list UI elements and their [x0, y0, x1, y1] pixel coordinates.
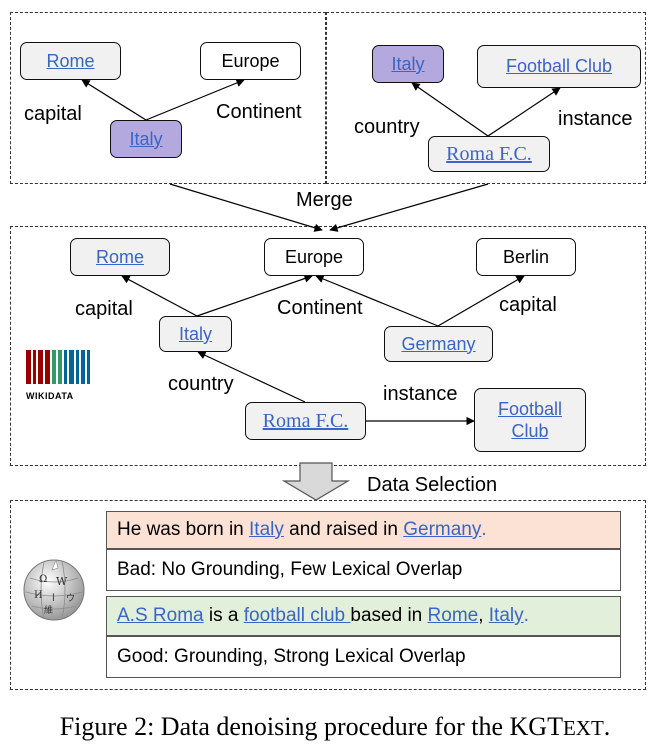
node-rome-merged-label[interactable]: Rome [95, 246, 144, 267]
node-italy-tr[interactable]: Italy [372, 45, 444, 83]
globe-letter-6: 維 [44, 604, 53, 616]
node-football-line1[interactable]: Football [497, 398, 563, 419]
good-text-1: is a [203, 605, 244, 626]
top-left-panel [10, 12, 326, 184]
node-europe-label: Europe [221, 50, 280, 71]
good-link-football-club[interactable]: football club [243, 605, 351, 626]
good-verdict-text: Good: Grounding, Strong Lexical Overlap [117, 646, 466, 667]
caption-main: Figure 2: Data denoising procedure for t… [59, 712, 563, 741]
bad-example-sentence: He was born in Italy and raised in Germa… [106, 511, 621, 549]
node-football-club-merged[interactable]: Football Club [474, 388, 586, 452]
good-link-rome[interactable]: Rome [427, 605, 479, 626]
node-germany-label[interactable]: Germany [401, 333, 476, 354]
node-europe: Europe [200, 42, 301, 80]
good-text-2: based in [350, 605, 428, 626]
edge-label-instance: instance [558, 108, 633, 130]
edge-label-country-merged: country [168, 373, 234, 395]
node-europe-merged-label: Europe [284, 246, 344, 267]
globe-letter-2: W [56, 575, 68, 588]
edge-label-capital-merged: capital [75, 298, 133, 320]
caption-end: . [603, 712, 611, 741]
node-germany[interactable]: Germany [384, 326, 493, 362]
node-rome-label[interactable]: Rome [46, 50, 95, 71]
node-italy[interactable]: Italy [110, 120, 182, 158]
node-football-club-label[interactable]: Football Club [505, 56, 613, 77]
wikidata-logo-text: WIKIDATA [26, 391, 74, 401]
data-selection-label: Data Selection [367, 474, 498, 496]
node-roma-fc-label[interactable]: Roma F.C. [446, 142, 532, 165]
bad-text-3: . [481, 519, 487, 540]
edge-germany-europe [315, 274, 439, 327]
node-football-line2[interactable]: Club [511, 421, 549, 441]
node-italy-merged-label[interactable]: Italy [178, 323, 212, 344]
bad-verdict: Bad: No Grounding, Few Lexical Overlap [106, 549, 621, 591]
node-berlin-label: Berlin [502, 246, 550, 267]
node-rome-merged[interactable]: Rome [70, 238, 170, 276]
globe-letter-4: ا [52, 593, 55, 604]
edge-germany-berlin [437, 275, 525, 327]
bad-verdict-text: Bad: No Grounding, Few Lexical Overlap [117, 559, 463, 580]
node-roma-fc-merged-label[interactable]: Roma F.C. [262, 409, 349, 432]
wikidata-logo: WIKIDATA [26, 350, 90, 401]
merge-label: Merge [296, 189, 353, 211]
figure-caption: Figure 2: Data denoising procedure for t… [0, 712, 670, 742]
node-roma-fc[interactable]: Roma F.C. [428, 136, 550, 172]
globe-letter-3: И [34, 590, 43, 601]
bad-text-2: and raised in [283, 519, 404, 540]
node-football-club[interactable]: Football Club [477, 45, 641, 88]
bad-text-1: He was born in [117, 519, 250, 540]
edge-label-capital-right: capital [499, 294, 557, 316]
edge-italy-rome [81, 79, 147, 121]
bad-link-germany[interactable]: Germany [403, 519, 482, 540]
node-italy-tr-label[interactable]: Italy [391, 53, 425, 74]
node-italy-merged[interactable]: Italy [159, 316, 232, 352]
edge-italy-europe [145, 78, 245, 121]
examples-panel [10, 500, 646, 690]
edge-label-country: country [354, 116, 420, 138]
edge-italy-europe-merged [196, 274, 313, 317]
node-rome[interactable]: Rome [20, 42, 121, 80]
edge-roma-italy-merged [197, 351, 306, 403]
edge-merge-right [329, 183, 489, 232]
edge-label-instance-merged: instance [383, 383, 458, 405]
data-selection-arrow [281, 462, 351, 501]
bad-link-italy[interactable]: Italy [249, 519, 284, 540]
edge-label-capital: capital [24, 103, 82, 125]
top-right-panel [326, 12, 646, 184]
node-italy-label[interactable]: Italy [129, 128, 163, 149]
edge-roma-italy [411, 82, 489, 137]
good-example-sentence: A.S Roma is a football club based in Rom… [106, 596, 621, 636]
edge-merge-left [169, 183, 323, 232]
globe-letter-5: ウ [66, 593, 75, 604]
caption-smallcaps: EXT [562, 716, 604, 740]
wikipedia-globe-icon: Ω W И ا ウ 維 [23, 559, 85, 621]
node-roma-fc-merged[interactable]: Roma F.C. [245, 402, 366, 440]
good-link-asroma[interactable]: A.S Roma [117, 605, 204, 626]
globe-letter-1: Ω [39, 574, 47, 585]
edge-label-continent-merged: Continent [277, 297, 363, 319]
edge-label-continent: Continent [216, 101, 302, 123]
node-europe-merged: Europe [264, 238, 364, 276]
good-verdict: Good: Grounding, Strong Lexical Overlap [106, 636, 621, 678]
good-text-4: . [523, 605, 529, 626]
good-link-italy[interactable]: Italy [488, 605, 524, 626]
node-berlin: Berlin [476, 238, 576, 276]
edge-italy-rome-merged [121, 275, 198, 317]
edge-roma-footballclub [487, 87, 561, 137]
wikidata-barcode-icon [26, 350, 90, 384]
good-text-3: , [478, 605, 489, 626]
